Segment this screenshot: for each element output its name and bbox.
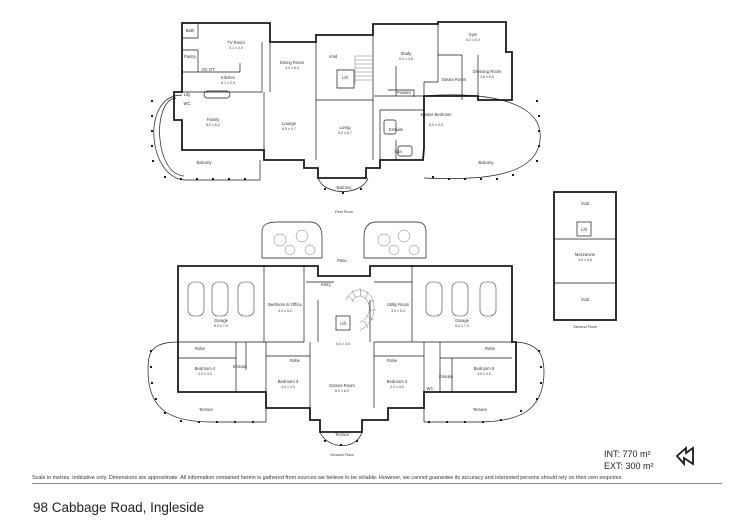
room-label: Void [329, 54, 338, 59]
floor-label: First Floor [335, 209, 354, 214]
first-floor-plan: Bath TV Room 5.1 x 4.0 Dining Room 4.0 x… [151, 21, 541, 214]
room-label: Robe [387, 358, 398, 363]
room-label: WC [184, 101, 191, 106]
room-label: Bedroom 6/ Office [268, 302, 302, 307]
room-label: Bedroom 3 [278, 379, 299, 384]
room-label: Garage [214, 318, 229, 323]
room-dims: 8.2 x 6.2 [206, 123, 220, 127]
room-label: TV Room [227, 40, 245, 45]
room-label: Robe [290, 358, 301, 363]
room-label: Ensuite [233, 364, 248, 369]
room-label: Robe [195, 346, 206, 351]
room-label: Gym [469, 32, 478, 37]
room-label: Void [581, 201, 590, 206]
room-label: Steam Room [442, 77, 467, 82]
room-label: Pantry [184, 54, 197, 59]
room-label: Dining Room [280, 60, 305, 65]
room-label: Master Bedroom [421, 112, 452, 117]
second-floor-plan: Void Lift Mezzanine 4.0 x 4.6 Void Secon… [553, 191, 617, 329]
room-label: Balcony [479, 160, 495, 165]
room-label: Garage [455, 318, 470, 323]
room-dims: 6.0 x 4.5 [336, 342, 350, 346]
room-label: OV OT [201, 67, 214, 72]
room-dims: 6.1 x 3.9 [221, 81, 235, 85]
room-label: Patio [337, 258, 347, 263]
room-dims: 6.0 x 5.0 [466, 38, 480, 42]
room-label: Bedroom 5 [474, 366, 495, 371]
property-address: 98 Cabbage Road, Ingleside [33, 500, 205, 515]
room-label: Utility Room [387, 302, 410, 307]
room-label: Lift [581, 227, 587, 232]
room-label: Balcony [197, 160, 213, 165]
north-arrow-icon [675, 445, 694, 467]
room-dims: 4.0 x 4.5 [390, 385, 404, 389]
room-dims: 6.0 x 6.7 [338, 131, 352, 135]
room-dims: 4.0 x 4.5 [281, 385, 295, 389]
area-summary: INT: 770 m² EXT: 300 m² [604, 448, 654, 472]
ground-floor-plan: Patio Entry Garage 8.9 x 7.0 Bedroom 6/ … [147, 221, 545, 457]
external-area: EXT: 300 m² [604, 461, 654, 471]
room-label: Spa [394, 149, 402, 154]
room-label: Terrace [473, 407, 488, 412]
room-dims: 6.5 x 4.7 [282, 127, 296, 131]
room-label: Ldy [184, 92, 192, 97]
divider [32, 483, 722, 484]
room-label: Mezzanine [575, 252, 596, 257]
room-label: Bedroom 4 [195, 366, 216, 371]
room-dims: 6.0 x 4.5 [399, 57, 413, 61]
room-dims: 3.0 x 5.4 [391, 309, 405, 313]
room-dims: 6.0 x 4.5 [429, 123, 443, 127]
room-dims: 6.0 x 7.0 [455, 324, 469, 328]
floor-label: Second Floor [573, 324, 597, 329]
room-dims: 5.1 x 4.0 [229, 46, 243, 50]
room-label: Kitchen [221, 75, 236, 80]
room-label: Dressing Room [473, 69, 502, 74]
room-label: Ensuite [439, 374, 454, 379]
disclaimer-text: Scale in metres. Indicative only. Dimens… [32, 475, 623, 481]
room-label: Lift [340, 321, 346, 326]
room-label: Games Room [329, 383, 355, 388]
room-label: Terrace [199, 407, 214, 412]
room-label: Terrace [335, 432, 350, 437]
room-dims: 8.9 x 7.0 [214, 324, 228, 328]
room-label: Void [581, 297, 590, 302]
room-dims: 4.0 x 4.5 [477, 372, 491, 376]
internal-area: INT: 770 m² [604, 449, 651, 459]
room-label: Family [207, 117, 220, 122]
room-label: Lift [342, 75, 348, 80]
room-label: Entry [321, 282, 332, 287]
room-dims: 4.0 x 6.0 [285, 66, 299, 70]
room-label: Bedroom 2 [387, 379, 408, 384]
room-label: Study [401, 51, 413, 56]
room-label: Living [340, 125, 352, 130]
room-label: Ensuite [389, 127, 404, 132]
room-label: Powder [397, 90, 412, 95]
room-label: Robe [485, 346, 496, 351]
room-label: WC [427, 386, 434, 391]
room-dims: 4.0 x 4.6 [578, 258, 592, 262]
room-dims: 6.0 x 6.0 [335, 389, 349, 393]
floor-label: Ground Floor [330, 452, 354, 457]
room-label: Lounge [282, 121, 297, 126]
room-dims: 3.6 x 6.0 [480, 75, 494, 79]
room-label: Balcony [337, 185, 353, 190]
room-label: Bath [186, 28, 195, 33]
room-dims: 4.0 x 4.0 [198, 372, 212, 376]
room-dims: 4.0 x 5.2 [278, 309, 292, 313]
